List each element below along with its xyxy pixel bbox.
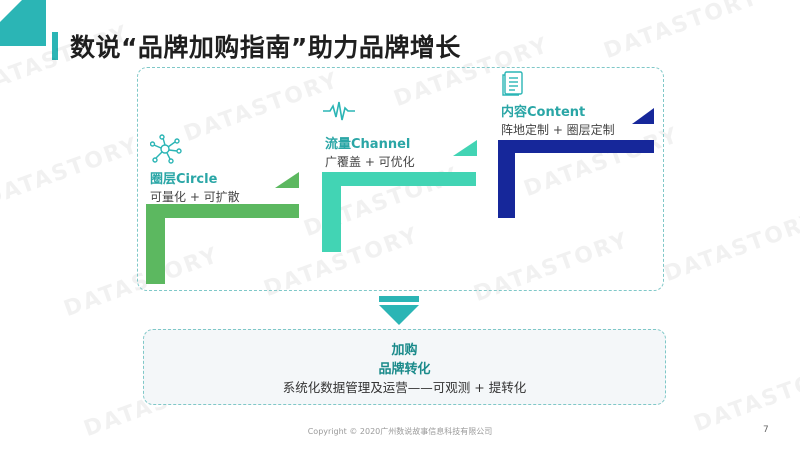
page-number: 7 (763, 425, 769, 435)
network-icon (149, 134, 182, 168)
step-content-label: 内容Content 阵地定制 + 圈层定制 (501, 101, 615, 138)
step-content-title: 内容Content (501, 105, 586, 120)
step-channel-bar-vertical (322, 172, 341, 252)
step-circle-triangle (275, 172, 299, 188)
watermark: DATASTORY (660, 207, 800, 288)
pillars-container (137, 67, 664, 291)
copyright-footer: Copyright © 2020广州数说故事信息科技有限公司 (307, 427, 493, 436)
result-container (143, 329, 666, 405)
step-circle-bar-vertical (146, 204, 165, 284)
step-circle-title: 圈层Circle (150, 172, 218, 187)
page-title: 数说“品牌加购指南”助力品牌增长 (70, 33, 461, 62)
step-channel-label: 流量Channel 广覆盖 + 可优化 (325, 133, 415, 170)
step-channel-triangle (453, 140, 477, 156)
step-channel-title: 流量Channel (325, 137, 411, 152)
result-line-3: 系统化数据管理及运营——可观测 + 提转化 (282, 380, 527, 395)
step-circle-bar-horizontal (146, 204, 299, 218)
watermark: DATASTORY (0, 132, 143, 213)
step-content-bar-vertical (498, 140, 515, 218)
step-circle-subtitle: 可量化 + 可扩散 (150, 190, 240, 204)
arrow-down-icon (377, 296, 421, 326)
document-icon (501, 70, 525, 100)
corner-logo-square (0, 0, 46, 46)
title-accent-bar (52, 32, 58, 60)
result-line-1: 加购 (391, 343, 418, 358)
step-circle-label: 圈层Circle 可量化 + 可扩散 (150, 168, 240, 205)
watermark: DATASTORY (600, 0, 763, 65)
pulse-icon (322, 100, 356, 126)
step-content-triangle (632, 108, 654, 124)
result-line-2: 品牌转化 (378, 362, 431, 377)
step-channel-subtitle: 广覆盖 + 可优化 (325, 155, 415, 169)
step-content-subtitle: 阵地定制 + 圈层定制 (501, 123, 615, 137)
step-content-bar-horizontal (498, 140, 654, 153)
step-channel-bar-horizontal (322, 172, 476, 186)
